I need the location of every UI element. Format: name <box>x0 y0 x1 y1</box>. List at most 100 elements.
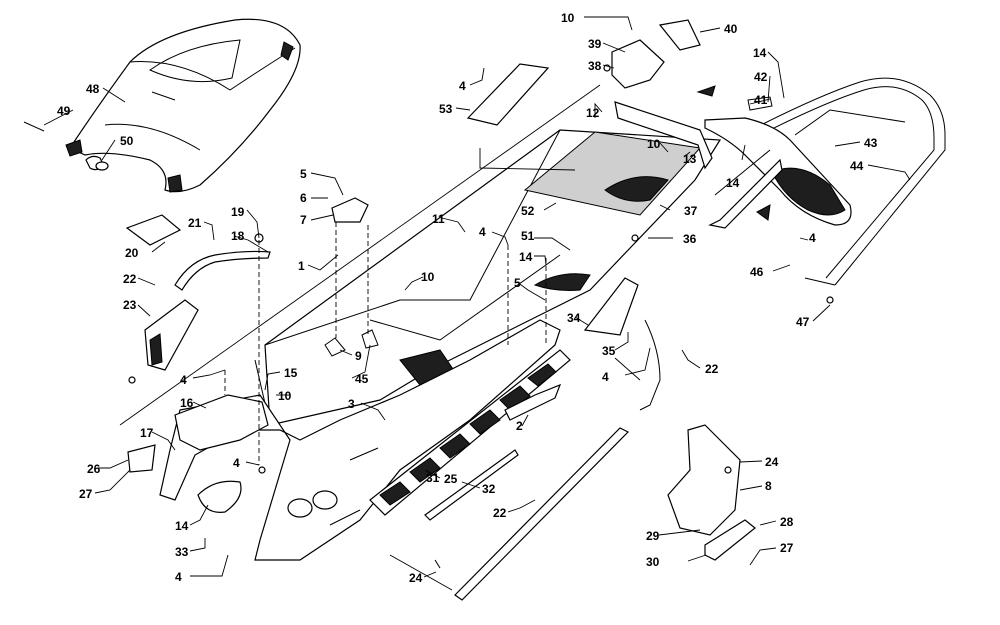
callout-label: 6 <box>300 191 307 205</box>
callout-label: 50 <box>120 134 134 148</box>
trim-strip-32 <box>454 427 630 601</box>
callout-label: 34 <box>567 311 581 325</box>
callout-label: 8 <box>765 479 772 493</box>
callout-label: 41 <box>754 93 768 107</box>
callout-label: 4 <box>233 456 240 470</box>
cover-20 <box>125 214 182 246</box>
callout-label: 28 <box>780 515 794 529</box>
snow-flap-assembly <box>696 85 852 229</box>
callout-label: 10 <box>278 389 292 403</box>
bracket-15 <box>174 394 269 451</box>
grommet-50 <box>95 161 109 171</box>
callouts: 10 40 39 38 14 42 41 43 44 48 49 50 4 53… <box>57 11 878 585</box>
callout-label: 23 <box>123 298 137 312</box>
running-board <box>369 349 571 516</box>
callout-label: 14 <box>519 250 533 264</box>
callout-label: 27 <box>780 541 794 555</box>
callout-label: 14 <box>753 46 767 60</box>
step-28 <box>704 519 756 561</box>
plate-26 <box>197 480 242 513</box>
callout-label: 38 <box>588 59 602 73</box>
callout-label: 52 <box>521 204 535 218</box>
callout-label: 33 <box>175 545 189 559</box>
callout-label: 4 <box>175 570 182 584</box>
nut-24 <box>128 376 136 384</box>
callout-label: 7 <box>300 213 307 227</box>
callout-label: 22 <box>705 362 719 376</box>
callout-label: 36 <box>683 232 697 246</box>
pin-49 <box>23 121 45 132</box>
callout-label: 21 <box>188 216 202 230</box>
callout-label: 43 <box>864 136 878 150</box>
bracket-34 <box>583 277 639 336</box>
plate-53 <box>466 63 550 126</box>
callout-label: 44 <box>850 159 864 173</box>
callout-label: 53 <box>439 102 453 116</box>
callout-label: 4 <box>479 225 486 239</box>
callout-label: 10 <box>421 270 435 284</box>
pin-31 <box>434 559 441 569</box>
callout-label: 11 <box>432 212 445 226</box>
cable-35 <box>639 319 661 411</box>
bolt-9 <box>361 329 379 349</box>
callout-label: 5 <box>514 276 521 290</box>
callout-label: 16 <box>180 396 194 410</box>
parts-artwork <box>23 18 946 601</box>
callout-label: 4 <box>602 370 609 384</box>
callout-label: 18 <box>231 229 245 243</box>
bracket-23-slots <box>149 333 163 366</box>
callout-label: 5 <box>300 167 307 181</box>
callout-label: 35 <box>602 344 616 358</box>
bracket-25 <box>127 444 156 473</box>
callout-label: 29 <box>646 529 660 543</box>
callout-label: 49 <box>57 104 71 118</box>
strap-18 <box>174 250 271 291</box>
bracket-39 <box>611 39 665 89</box>
bolt-8 <box>324 337 346 357</box>
bracket-7 <box>331 197 369 223</box>
callout-label: 14 <box>726 176 740 190</box>
guide-lines <box>119 84 641 591</box>
callout-label: 42 <box>754 70 768 84</box>
callout-label: 46 <box>750 265 764 279</box>
callout-label: 37 <box>684 204 698 218</box>
lower-chassis <box>159 319 561 561</box>
plate-29 <box>667 424 741 536</box>
callout-label: 10 <box>647 137 661 151</box>
callout-label: 45 <box>355 372 369 386</box>
tunnel <box>254 129 722 426</box>
block-40 <box>658 19 701 51</box>
callout-leaders <box>43 16 911 578</box>
callout-label: 13 <box>683 152 697 166</box>
nut-47 <box>826 296 834 304</box>
callout-label: 1 <box>298 259 305 273</box>
callout-label: 17 <box>140 426 154 440</box>
bracket-13 <box>614 101 713 170</box>
callout-label: 4 <box>180 373 187 387</box>
callout-label: 26 <box>87 462 101 476</box>
callout-label: 51 <box>521 229 535 243</box>
callout-label: 15 <box>284 366 298 380</box>
seat <box>65 18 301 193</box>
callout-label: 40 <box>724 22 738 36</box>
callout-label: 10 <box>561 11 575 25</box>
callout-label: 27 <box>79 487 93 501</box>
bolt-17 <box>258 466 266 474</box>
callout-label: 12 <box>586 106 600 120</box>
callout-label: 20 <box>125 246 139 260</box>
callout-label: 14 <box>175 519 189 533</box>
callout-label: 3 <box>348 397 355 411</box>
callout-label: 4 <box>809 231 816 245</box>
callout-label: 24 <box>409 571 423 585</box>
callout-label: 48 <box>86 82 100 96</box>
callout-label: 39 <box>588 37 602 51</box>
callout-label: 4 <box>459 79 466 93</box>
nut-36 <box>631 234 639 242</box>
callout-label: 24 <box>765 455 779 469</box>
callout-label: 25 <box>444 472 458 486</box>
callout-label: 32 <box>482 482 496 496</box>
callout-label: 2 <box>516 419 523 433</box>
bracket-3 <box>504 383 562 421</box>
rear-rack <box>754 77 946 286</box>
